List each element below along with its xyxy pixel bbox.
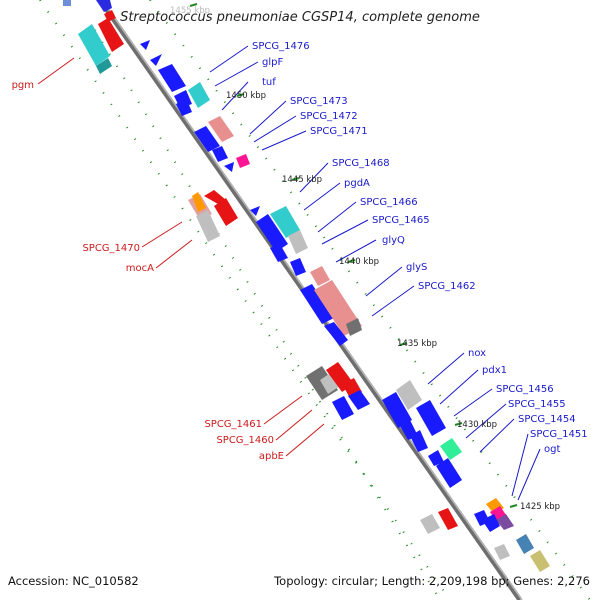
gene-label-pdx1[interactable]: pdx1 [482,365,507,376]
gene-label-spcg-1462[interactable]: SPCG_1462 [418,281,476,292]
kbp-tick-marks [189,3,518,508]
gene-label-spcg-1473[interactable]: SPCG_1473 [290,96,348,107]
kbp-label-1445: 1445 kbp [282,175,322,185]
gene-label-moca[interactable]: mocA [126,263,154,274]
gene-label-pgda[interactable]: pgdA [344,178,370,189]
gene-label-spcg-1476[interactable]: SPCG_1476 [252,41,310,52]
gene-label-glyq[interactable]: glyQ [382,235,405,246]
gene-label-spcg-1454[interactable]: SPCG_1454 [518,414,576,425]
gene-label-spcg-1455[interactable]: SPCG_1455 [508,399,566,410]
gene-label-pgm[interactable]: pgm [12,80,34,91]
kbp-label-1430: 1430 kbp [457,420,497,430]
kbp-label-1425: 1425 kbp [520,502,560,512]
gene-label-spcg-1460[interactable]: SPCG_1460 [216,435,274,446]
left-gene-labels: pgm SPCG_1470 mocA SPCG_1461 SPCG_1460 a… [12,80,284,462]
right-label-connectors [209,45,541,501]
gene-label-spcg-1470[interactable]: SPCG_1470 [82,243,140,254]
gene-label-spcg-1465[interactable]: SPCG_1465 [372,215,430,226]
gene-label-spcg-1468[interactable]: SPCG_1468 [332,158,390,169]
gene-label-ogt[interactable]: ogt [544,444,560,455]
left-label-connectors [37,57,325,457]
accession-text: Accession: NC_010582 [8,574,139,588]
kbp-label-1440: 1440 kbp [339,257,379,267]
kbp-label-1455: 1455 kbp [170,6,210,16]
gene-label-spcg-1472[interactable]: SPCG_1472 [300,111,358,122]
gene-label-spcg-1466[interactable]: SPCG_1466 [360,197,418,208]
right-gene-labels: SPCG_1476 glpF tuf SPCG_1473 SPCG_1472 S… [252,41,588,455]
gene-label-tuf[interactable]: tuf [262,77,276,88]
kbp-label-1435: 1435 kbp [397,339,437,349]
gene-label-nox[interactable]: nox [468,348,486,359]
kbp-label-1450: 1450 kbp [226,91,266,101]
gene-label-spcg-1451[interactable]: SPCG_1451 [530,429,588,440]
gene-label-spcg-1456[interactable]: SPCG_1456 [496,384,554,395]
topology-text: Topology: circular; Length: 2,209,198 bp… [274,574,590,588]
gene-label-glpf[interactable]: glpF [262,57,283,68]
gene-label-glys[interactable]: glyS [406,262,427,273]
gene-label-spcg-1471[interactable]: SPCG_1471 [310,126,368,137]
kbp-labels: 1455 kbp 1450 kbp 1445 kbp 1440 kbp 1435… [170,6,560,512]
genome-title: Streptococcus pneumoniae CGSP14, complet… [120,10,480,25]
gene-features [63,0,550,572]
gene-label-apbe[interactable]: apbE [259,451,284,462]
gene-label-spcg-1461[interactable]: SPCG_1461 [204,419,262,430]
